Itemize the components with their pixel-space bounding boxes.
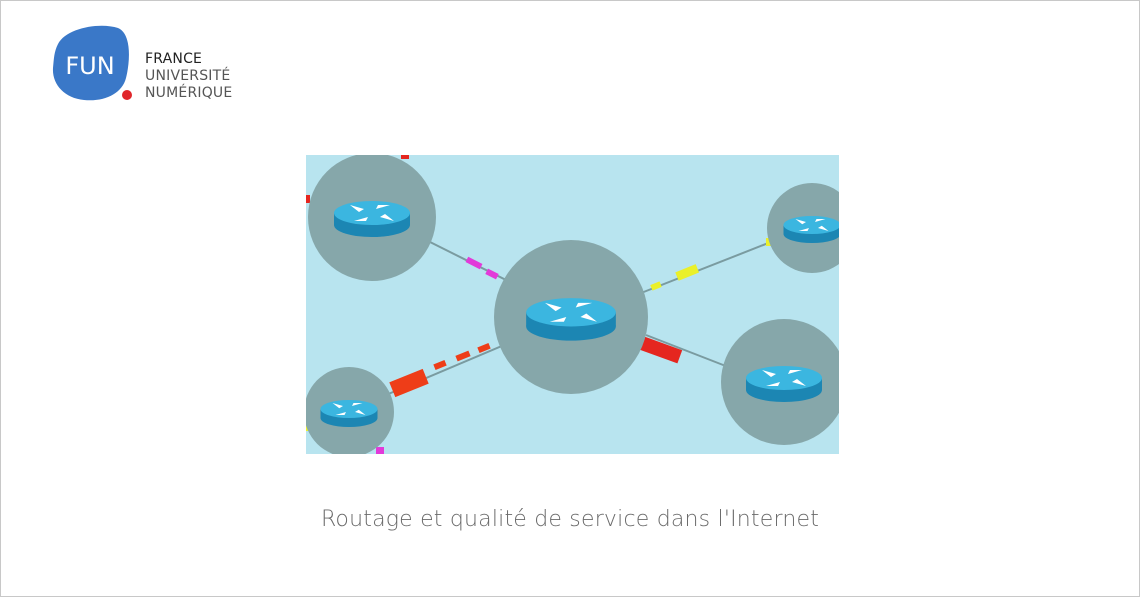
network-links	[306, 155, 777, 454]
fun-badge-icon: FUN	[52, 25, 132, 101]
fun-logo[interactable]: FUN FRANCE UNIVERSITÉ NUMÉRIQUE	[50, 22, 250, 108]
network-diagram-image	[306, 155, 839, 454]
badge-text: FUN	[65, 52, 114, 80]
brand-line-1: FRANCE	[145, 51, 203, 67]
logo-dot	[122, 90, 132, 100]
network-nodes	[306, 155, 839, 454]
course-illustration[interactable]	[306, 155, 839, 454]
brand-name: FRANCE UNIVERSITÉ NUMÉRIQUE	[145, 51, 232, 102]
brand-line-3: NUMÉRIQUE	[145, 85, 233, 101]
course-title[interactable]: Routage et qualité de service dans l'Int…	[320, 507, 820, 532]
brand-line-2: UNIVERSITÉ	[145, 68, 231, 84]
